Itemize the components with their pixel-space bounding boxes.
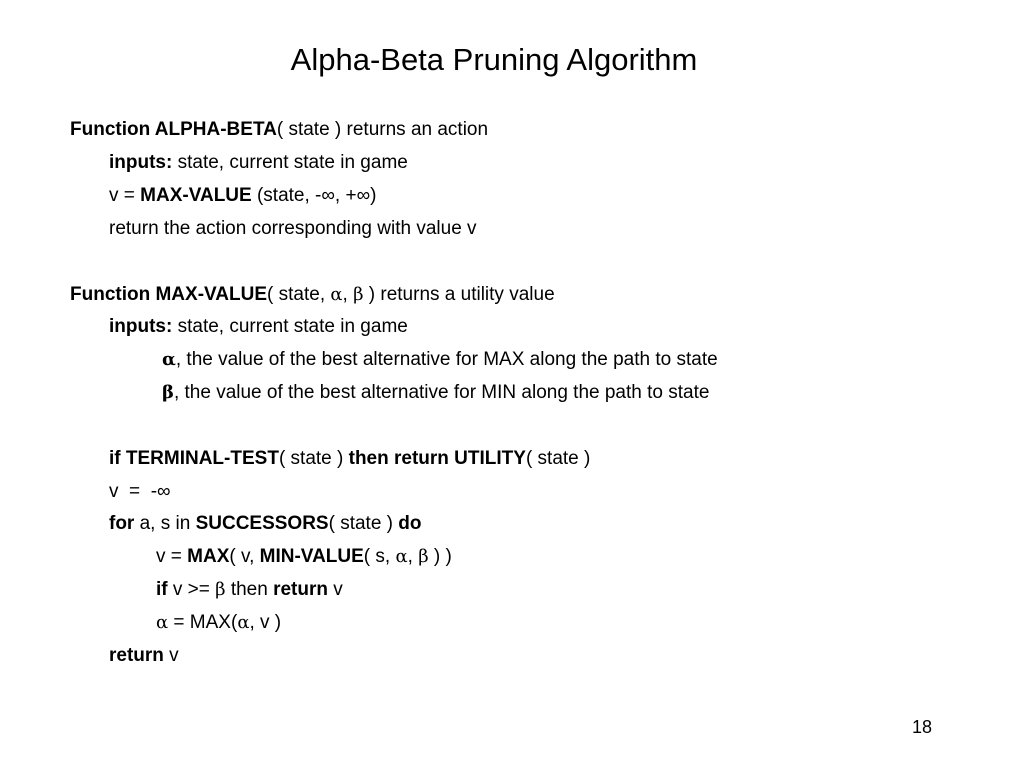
pseudocode-line: Function ALPHA-BETA( state ) returns an … <box>70 118 488 142</box>
code-text: ( state ) <box>525 448 591 469</box>
pseudocode-line: Function MAX-VALUE( state, α, β ) return… <box>70 283 555 307</box>
code-text: = MAX( <box>168 612 238 633</box>
pseudocode-line: v = -∞ <box>109 480 171 504</box>
code-text: v <box>163 645 179 666</box>
pseudocode-line: v = MAX-VALUE (state, -∞, +∞) <box>109 184 376 208</box>
pseudocode-line: for a, s in SUCCESSORS( state ) do <box>109 512 422 536</box>
code-text: , <box>407 546 419 567</box>
code-text: state, current state in game <box>172 316 408 337</box>
code-text: ( s, <box>363 546 396 567</box>
code-text: v <box>328 579 343 600</box>
code-text: ( state ) <box>328 513 399 534</box>
code-text: v = -∞ <box>109 481 171 502</box>
code-text: (state, -∞, +∞) <box>251 185 377 206</box>
keyword-text: inputs: <box>109 152 173 173</box>
pseudocode-line: return the action corresponding with val… <box>109 217 477 241</box>
code-text: state, current state in game <box>172 152 408 173</box>
pseudocode-line: α = MAX(α, v ) <box>156 611 281 635</box>
greek-symbol: α <box>156 612 169 633</box>
keyword-text: return <box>273 579 328 600</box>
pseudocode-line: if TERMINAL-TEST( state ) then return UT… <box>109 447 590 471</box>
code-text: v = <box>109 185 141 206</box>
pseudocode-line: β, the value of the best alternative for… <box>162 381 709 405</box>
code-text: ( v, <box>229 546 260 567</box>
code-text: v = <box>156 546 188 567</box>
greek-symbol: α <box>237 612 250 633</box>
pseudocode-line: inputs: state, current state in game <box>109 151 408 175</box>
greek-symbol: β <box>353 284 364 305</box>
pseudocode-line: return v <box>109 644 179 668</box>
keyword-text: return <box>109 645 164 666</box>
keyword-text: MIN-VALUE <box>259 546 364 567</box>
greek-symbol: β <box>162 382 174 403</box>
code-text: , the value of the best alternative for … <box>175 349 718 370</box>
pseudocode-line: if v >= β then return v <box>156 578 343 602</box>
code-text: a, s in <box>134 513 196 534</box>
code-text: ) ) <box>428 546 452 567</box>
slide-title: Alpha-Beta Pruning Algorithm <box>290 42 698 77</box>
code-text: ( state ) <box>278 448 349 469</box>
greek-symbol: α <box>330 284 343 305</box>
code-text: ( state ) returns an action <box>276 119 489 140</box>
code-text: then <box>225 579 274 600</box>
code-text: v >= <box>167 579 216 600</box>
pseudocode-line: v = MAX( v, MIN-VALUE( s, α, β ) ) <box>156 545 452 569</box>
page-number: 18 <box>912 717 933 737</box>
keyword-text: MAX-VALUE <box>140 185 252 206</box>
greek-symbol: β <box>215 579 226 600</box>
keyword-text: inputs: <box>109 316 173 337</box>
keyword-text: if TERMINAL-TEST <box>109 448 279 469</box>
keyword-text: Function ALPHA-BETA <box>70 119 277 140</box>
pseudocode-line: inputs: state, current state in game <box>109 315 408 339</box>
code-text: , v ) <box>249 612 282 633</box>
keyword-text: if <box>156 579 168 600</box>
code-text: ( state, <box>267 284 331 305</box>
keyword-text: Function MAX-VALUE <box>70 284 268 305</box>
keyword-text: SUCCESSORS <box>195 513 329 534</box>
pseudocode-line: α, the value of the best alternative for… <box>162 348 718 372</box>
code-text: , the value of the best alternative for … <box>173 382 710 403</box>
keyword-text: do <box>398 513 422 534</box>
keyword-text: for <box>109 513 135 534</box>
code-text: return the action corresponding with val… <box>109 218 477 239</box>
greek-symbol: α <box>395 546 408 567</box>
keyword-text: MAX <box>187 546 230 567</box>
greek-symbol: α <box>162 349 176 370</box>
greek-symbol: β <box>418 546 429 567</box>
keyword-text: then return UTILITY <box>348 448 526 469</box>
code-text: , <box>342 284 354 305</box>
code-text: ) returns a utility value <box>363 284 555 305</box>
